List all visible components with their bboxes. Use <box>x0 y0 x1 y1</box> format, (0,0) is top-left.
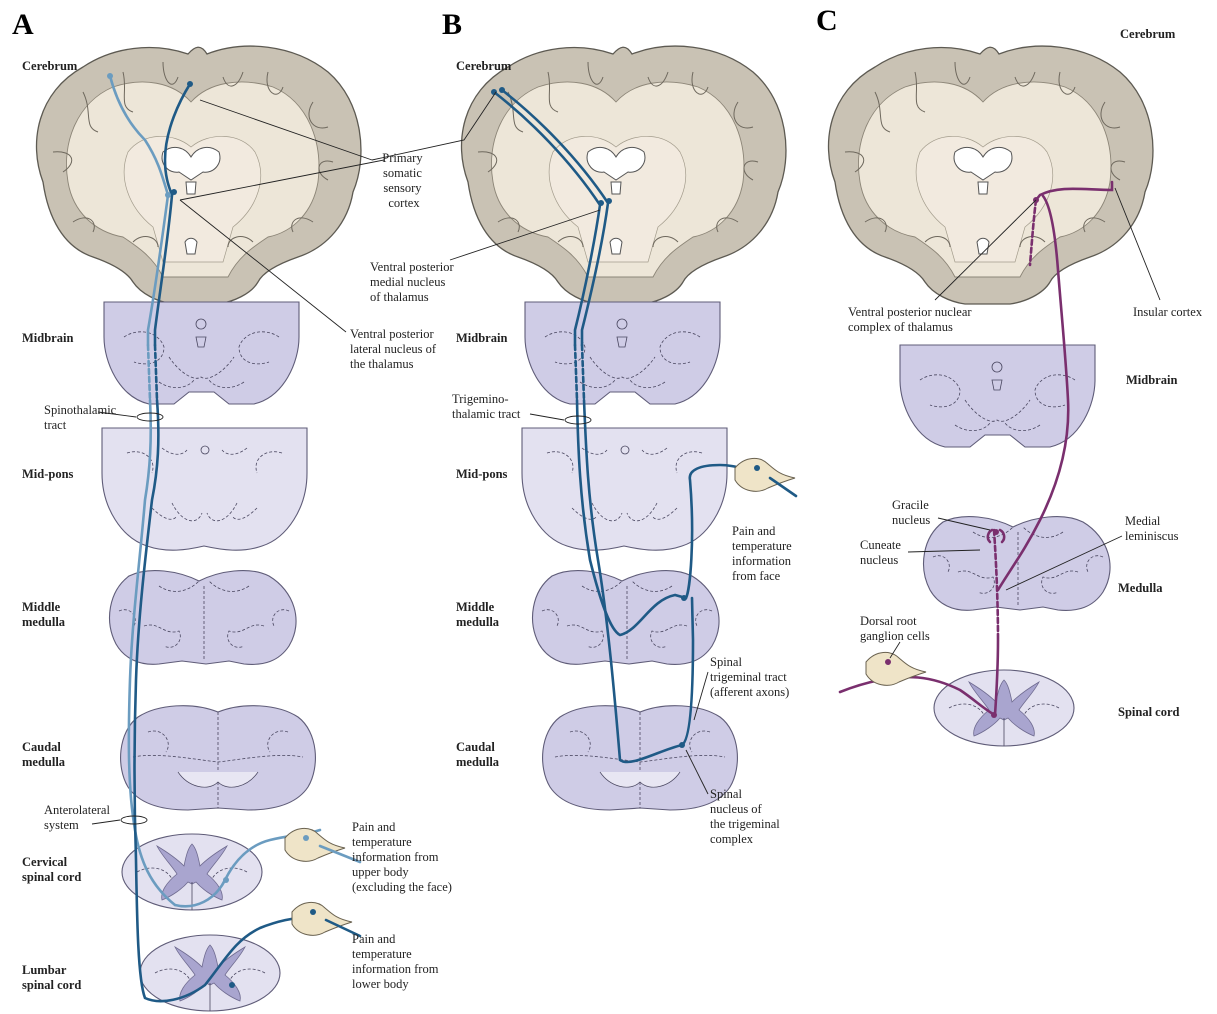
panel-c: C Cerebrum Midbrain Medulla Spinal cord … <box>816 4 1203 746</box>
neuron-gracile <box>993 529 999 535</box>
label-gracile: Gracile nucleus <box>892 498 932 527</box>
label-spinal-tract: Spinal trigeminal tract (afferent axons) <box>710 655 790 699</box>
caudal-medulla-section-a <box>121 706 316 810</box>
dorsal-root-ganglion-c <box>866 652 926 685</box>
cerebrum-slice-b <box>461 46 785 304</box>
level-middle-medulla-b1: Middle <box>456 600 495 614</box>
level-cerebrum-a: Cerebrum <box>22 59 78 73</box>
level-caudal-medulla-a2: medulla <box>22 755 66 769</box>
pons-section-a <box>102 428 307 550</box>
cerebrum-slice-a <box>36 46 360 304</box>
label-lower-body: Pain and temperature information from lo… <box>352 932 442 991</box>
label-cuneate: Cuneate nucleus <box>860 538 904 567</box>
midbrain-section-b <box>525 302 720 404</box>
midbrain-section-a <box>104 302 299 404</box>
neuron-vpm-b2 <box>606 198 612 204</box>
neuron-vpl-a1 <box>165 192 171 198</box>
neuron-vpm-b1 <box>598 200 604 206</box>
neuron-dorsal-horn-lumbar <box>229 982 235 988</box>
neuron-dorsal-horn-cervical <box>223 877 229 883</box>
level-cerebrum-c: Cerebrum <box>1120 27 1176 41</box>
label-vp-complex: Ventral posterior nuclear complex of tha… <box>848 305 975 334</box>
cervical-cord-section-a <box>122 834 262 910</box>
cerebrum-slice-c <box>828 46 1152 304</box>
leader-anterolateral <box>92 820 120 824</box>
label-primary-cortex: Primary somatic sensory cortex <box>382 151 425 210</box>
drg-cell-lumbar <box>310 909 316 915</box>
level-cerebrum-b: Cerebrum <box>456 59 512 73</box>
level-cervical-a2: spinal cord <box>22 870 81 884</box>
panel-letter-b: B <box>442 8 462 41</box>
level-midpons-a: Mid-pons <box>22 467 74 481</box>
level-caudal-medulla-b1: Caudal <box>456 740 495 754</box>
neuron-dorsal-horn-c <box>991 712 997 718</box>
panel-a: A Cerebrum Midbrain <box>12 8 452 1011</box>
neuron-cortex-a2 <box>187 81 193 87</box>
level-midbrain-c: Midbrain <box>1126 373 1177 387</box>
level-lumbar-a2: spinal cord <box>22 978 81 992</box>
label-anterolateral: Anterolateral system <box>44 803 113 832</box>
medulla-section-c <box>924 517 1110 611</box>
label-insular: Insular cortex <box>1133 305 1203 319</box>
drg-cell-cervical <box>303 835 309 841</box>
lumbar-cord-section-a <box>140 935 280 1011</box>
label-medial-lemniscus: Medial leminiscus <box>1125 514 1179 543</box>
neuron-cortex-b1 <box>491 89 497 95</box>
level-midbrain-a: Midbrain <box>22 331 73 345</box>
ganglion-cervical <box>285 828 345 861</box>
label-vpl: Ventral posterior lateral nucleus of the… <box>350 327 439 371</box>
label-upper-body: Pain and temperature information from up… <box>352 820 452 894</box>
panel-b: B Cerebrum Midbrain Mid-pons Middle medu… <box>370 8 796 846</box>
middle-medulla-section-b <box>533 571 719 665</box>
label-trigemino: Trigemino- thalamic tract <box>452 392 521 421</box>
label-face: Pain and temperature information from fa… <box>732 524 795 583</box>
level-caudal-medulla-a1: Caudal <box>22 740 61 754</box>
panel-letter-c: C <box>816 4 838 37</box>
neuron-cortex-a1 <box>107 73 113 79</box>
level-spinal-cord-c: Spinal cord <box>1118 705 1180 719</box>
level-medulla-c: Medulla <box>1118 581 1163 595</box>
level-midpons-b: Mid-pons <box>456 467 508 481</box>
ganglion-lumbar <box>292 902 352 935</box>
neuron-cortex-b2 <box>499 87 505 93</box>
pons-section-b <box>522 428 727 550</box>
level-midbrain-b: Midbrain <box>456 331 507 345</box>
level-caudal-medulla-b2: medulla <box>456 755 500 769</box>
label-spinal-nucleus: Spinal nucleus of the trigeminal complex <box>710 787 783 846</box>
label-drg: Dorsal root ganglion cells <box>860 614 930 643</box>
level-cervical-a1: Cervical <box>22 855 68 869</box>
trigeminal-ganglion <box>735 458 795 491</box>
level-lumbar-a1: Lumbar <box>22 963 67 977</box>
panel-letter-a: A <box>12 8 34 41</box>
spinal-cord-section-c <box>934 670 1074 746</box>
neuron-spinal-nucleus-b2 <box>679 742 685 748</box>
level-middle-medulla-a1: Middle <box>22 600 61 614</box>
level-middle-medulla-b2: medulla <box>456 615 500 629</box>
drg-cell-c <box>885 659 891 665</box>
neuron-vpl-a2 <box>171 189 177 195</box>
caudal-medulla-section-b <box>543 706 738 810</box>
level-middle-medulla-a2: medulla <box>22 615 66 629</box>
leader-trigemino <box>530 414 564 420</box>
trigeminal-ganglion-cell <box>754 465 760 471</box>
label-vpm: Ventral posterior medial nucleus of thal… <box>370 260 457 304</box>
neuron-spinal-nucleus-b1 <box>681 595 687 601</box>
